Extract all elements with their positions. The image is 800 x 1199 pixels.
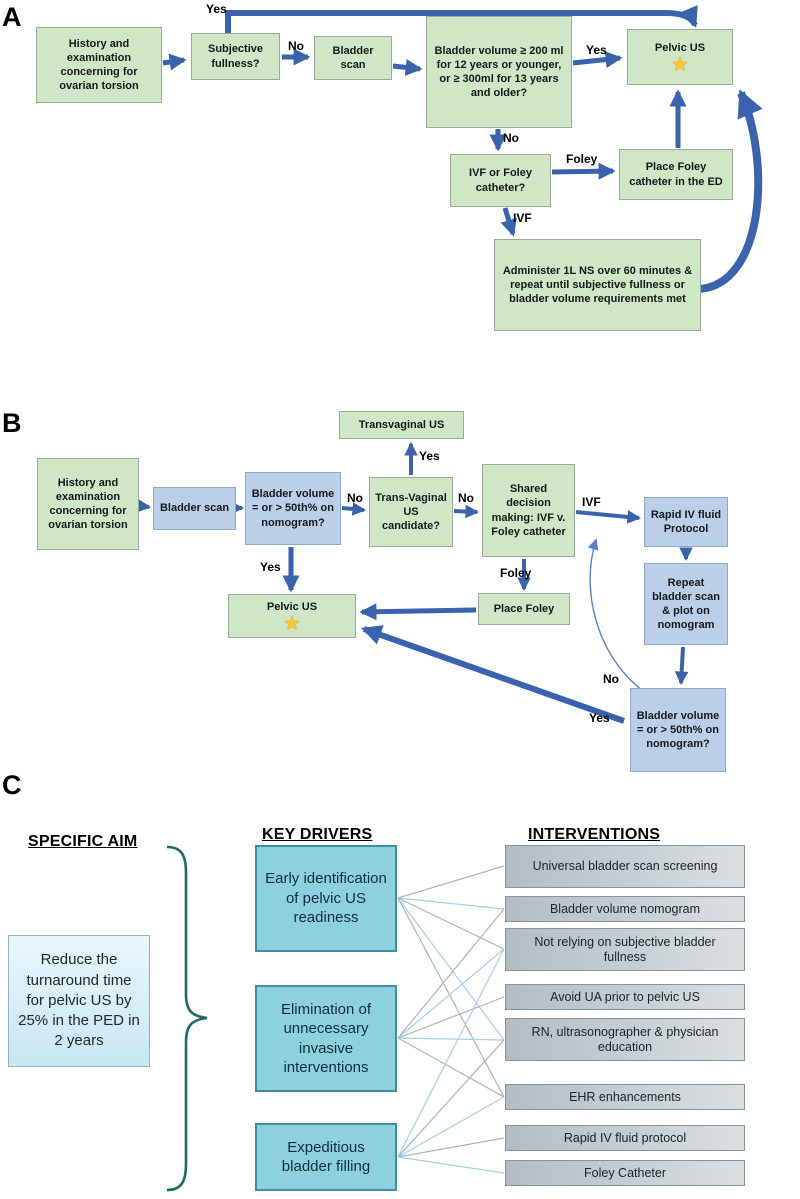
edge-label-no-nomogram: No bbox=[347, 491, 363, 505]
intervention-ehr: EHR enhancements bbox=[505, 1084, 745, 1110]
driver-early-identification: Early identification of pelvic US readin… bbox=[255, 845, 397, 952]
edge-label-no-repeat: No bbox=[603, 672, 619, 686]
node-pelvic-us-a: Pelvic US ★ bbox=[627, 29, 733, 85]
panel-b-label: B bbox=[2, 408, 22, 438]
intervention-not-subjective: Not relying on subjective bladder fullne… bbox=[505, 928, 745, 971]
arrow-repeat-to-nomogram2 bbox=[674, 646, 689, 686]
intervention-rapid-iv: Rapid IV fluid protocol bbox=[505, 1125, 745, 1151]
node-administer-ns: Administer 1L NS over 60 minutes & repea… bbox=[494, 239, 701, 331]
driver-expeditious-filling: Expeditious bladder filling bbox=[255, 1123, 397, 1191]
edge-label-yes-nomogram: Yes bbox=[260, 560, 281, 574]
edge-label-foley-a: Foley bbox=[566, 152, 598, 166]
arrow-nomogram-no-to-tv bbox=[341, 502, 367, 516]
header-interventions: INTERVENTIONS bbox=[528, 826, 661, 843]
header-key-drivers: KEY DRIVERS bbox=[262, 826, 373, 843]
intervention-education: RN, ultrasonographer & physician educati… bbox=[505, 1018, 745, 1061]
arrow-shared-ivf-to-rapid bbox=[575, 510, 642, 524]
edge-label-foley-b: Foley bbox=[500, 566, 532, 580]
node-pelvic-us-b: Pelvic US ★ bbox=[228, 594, 356, 638]
intervention-nomogram: Bladder volume nomogram bbox=[505, 896, 745, 922]
arrow-foley-to-place-foley bbox=[551, 162, 616, 180]
node-rapid-iv: Rapid IV fluid Protocol bbox=[644, 497, 728, 547]
header-specific-aim: SPECIFIC AIM bbox=[28, 833, 138, 850]
edge-label-ivf-b: IVF bbox=[582, 495, 601, 509]
star-icon: ★ bbox=[284, 614, 300, 634]
arrow-scan-to-volume bbox=[392, 58, 423, 76]
arrow-tv-no-to-shared bbox=[453, 504, 480, 519]
arrow-nomogram2-no-loop bbox=[587, 538, 644, 692]
node-volume-check: Bladder volume ≥ 200 ml for 12 years or … bbox=[426, 16, 572, 128]
arrow-nomogram2-yes-to-pelvic bbox=[361, 625, 626, 724]
node-repeat-scan: Repeat bladder scan & plot on nomogram bbox=[644, 563, 728, 645]
node-volume-nomogram-2: Bladder volume = or > 50th% on nomogram? bbox=[630, 688, 726, 772]
node-ivf-or-foley: IVF or Foley catheter? bbox=[450, 154, 551, 207]
edge-label-yes-volume: Yes bbox=[586, 43, 607, 57]
intervention-universal-scan: Universal bladder scan screening bbox=[505, 845, 745, 888]
arrow-volume-yes-to-pelvic bbox=[572, 51, 623, 68]
node-subjective-fullness: Subjective fullness? bbox=[191, 33, 280, 80]
intervention-avoid-ua: Avoid UA prior to pelvic US bbox=[505, 984, 745, 1010]
node-history-b: History and examination concerning for o… bbox=[37, 458, 139, 550]
arrow-place-foley-to-pelvic-b bbox=[359, 603, 477, 621]
intervention-foley: Foley Catheter bbox=[505, 1160, 745, 1186]
node-history-a: History and examination concerning for o… bbox=[36, 27, 162, 103]
node-shared-decision: Shared decision making: IVF v. Foley cat… bbox=[482, 464, 575, 557]
aim-brace bbox=[166, 845, 208, 1192]
arrow-history-to-subjective bbox=[162, 53, 187, 71]
node-volume-nomogram-1: Bladder volume = or > 50th% on nomogram? bbox=[245, 472, 341, 545]
panel-c-label: C bbox=[2, 770, 22, 800]
panel-a-label: A bbox=[2, 2, 22, 32]
edge-label-no-tv: No bbox=[458, 491, 474, 505]
edge-label-no-volume: No bbox=[503, 131, 519, 145]
edge-label-ivf-a: IVF bbox=[513, 211, 532, 225]
node-place-foley-a: Place Foley catheter in the ED bbox=[619, 149, 733, 200]
pelvic-us-b-label: Pelvic US bbox=[266, 600, 318, 613]
node-bladder-scan-b: Bladder scan bbox=[153, 487, 236, 530]
edge-label-yes-subjective: Yes bbox=[206, 2, 227, 16]
driver-intervention-connectors bbox=[397, 865, 505, 1174]
node-place-foley-b: Place Foley bbox=[478, 593, 570, 625]
driver-elimination-invasive: Elimination of unnecessary invasive inte… bbox=[255, 985, 397, 1092]
edge-label-yes-repeat: Yes bbox=[589, 711, 610, 725]
specific-aim-box: Reduce the turnaround time for pelvic US… bbox=[8, 935, 150, 1067]
node-bladder-scan-a: Bladder scan bbox=[314, 36, 392, 80]
arrow-ivf-to-administer bbox=[500, 207, 517, 237]
node-transvaginal-us: Transvaginal US bbox=[339, 411, 464, 439]
pelvic-us-a-label: Pelvic US bbox=[654, 41, 706, 54]
arrow-history-to-scan-b bbox=[136, 498, 152, 513]
node-tv-candidate: Trans-Vaginal US candidate? bbox=[369, 477, 453, 547]
edge-label-yes-tv: Yes bbox=[419, 449, 440, 463]
edge-label-no-subjective: No bbox=[288, 39, 304, 53]
star-icon: ★ bbox=[672, 55, 688, 75]
